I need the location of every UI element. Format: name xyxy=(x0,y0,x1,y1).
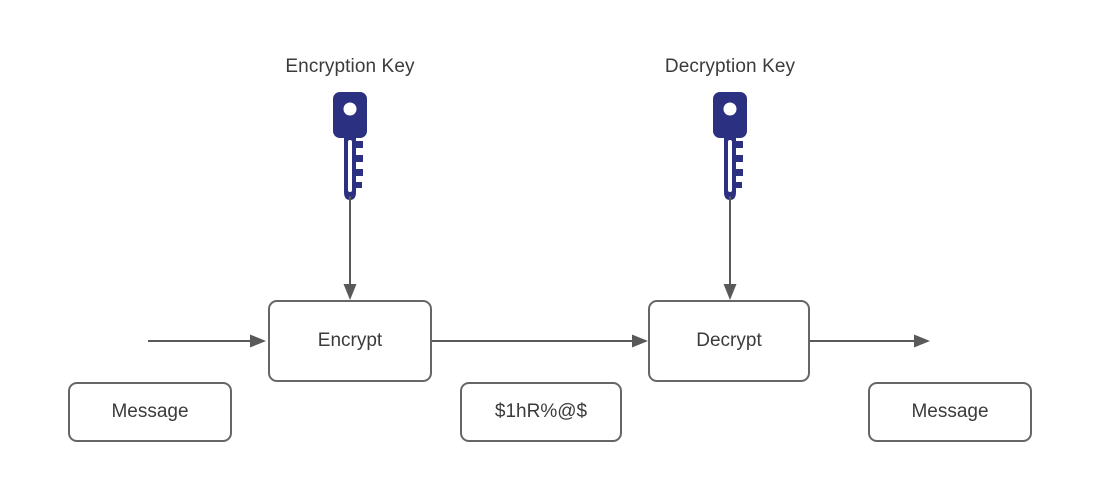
decryption-key-label: Decryption Key xyxy=(664,56,796,77)
decrypt-node[interactable]: Decrypt xyxy=(648,300,810,382)
message-input-node[interactable]: Message xyxy=(68,382,232,442)
ciphertext-node[interactable]: $1hR%@$ xyxy=(460,382,622,442)
message-input-label: Message xyxy=(111,401,189,422)
decrypt-node-label: Decrypt xyxy=(696,330,762,351)
arrow-down-icon-encryption-key xyxy=(343,196,357,300)
encryption-key-label: Encryption Key xyxy=(285,56,415,77)
message-output-label: Message xyxy=(911,401,989,422)
message-output-node[interactable]: Message xyxy=(868,382,1032,442)
ciphertext-label: $1hR%@$ xyxy=(494,401,588,422)
arrow-right-icon-ciphertext xyxy=(432,334,648,348)
arrow-right-icon-input xyxy=(148,334,266,348)
arrow-down-icon-decryption-key xyxy=(723,196,737,300)
arrow-right-icon-output xyxy=(810,334,930,348)
encryption-key-icon xyxy=(333,92,367,200)
encrypt-node-label: Encrypt xyxy=(317,330,383,351)
decryption-key-icon xyxy=(713,92,747,200)
encrypt-node[interactable]: Encrypt xyxy=(268,300,432,382)
